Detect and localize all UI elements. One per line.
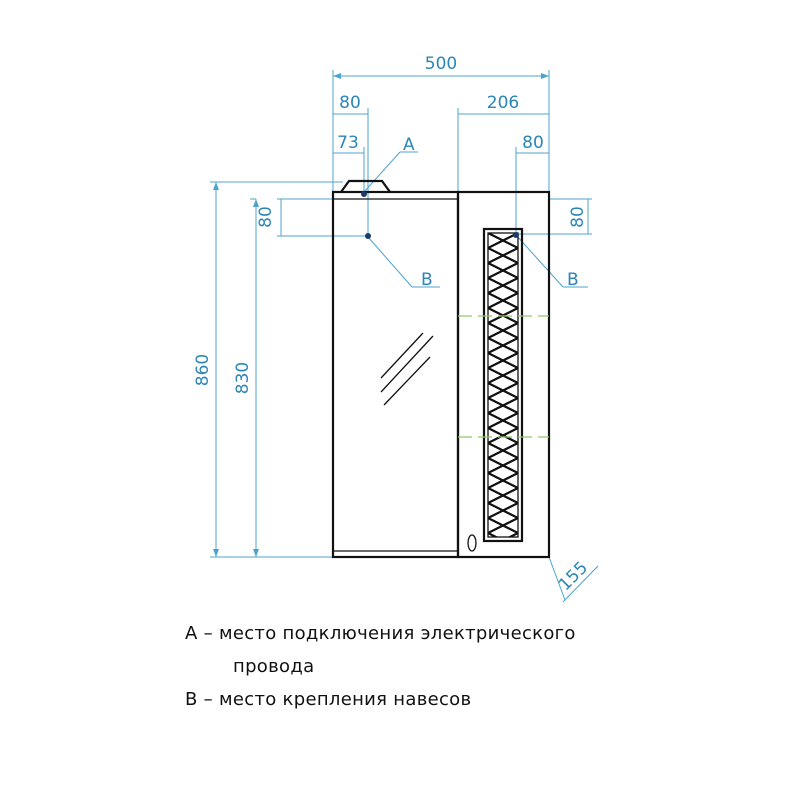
lattice-stroke — [488, 233, 518, 249]
lattice-stroke — [488, 427, 518, 444]
lattice-stroke — [488, 203, 518, 218]
lattice-stroke — [488, 262, 518, 279]
lattice-stroke — [488, 548, 518, 563]
lattice-stroke — [488, 352, 518, 369]
dim-total-width: 500 — [425, 54, 457, 74]
point-a — [361, 191, 367, 197]
lattice-stroke — [488, 292, 518, 309]
socket-housing — [340, 179, 391, 193]
door-knob — [467, 534, 477, 552]
legend-line-b: В – место крепления навесов — [185, 689, 472, 710]
side-shelf-section — [456, 190, 551, 559]
lattice-stroke — [488, 502, 518, 519]
lattice-stroke — [515, 233, 518, 234]
lattice-stroke — [488, 367, 518, 384]
lattice-stroke — [488, 517, 518, 534]
dim-left-offset-73: 73 — [337, 133, 359, 153]
mirror-door — [331, 190, 460, 559]
dim-left-vertical-80: 80 — [256, 206, 276, 228]
lattice-stroke — [488, 472, 518, 489]
lattice-panel — [482, 203, 524, 578]
lattice-stroke — [488, 563, 518, 578]
lattice-stroke — [488, 532, 499, 537]
dim-body-height: 830 — [233, 362, 253, 394]
mirror-reflection — [380, 332, 434, 406]
marker-b-left-label: B — [421, 270, 433, 290]
dim-left-offset-80: 80 — [339, 93, 361, 113]
dimension-labels: 500 80 73 206 80 80 80 860 830 155 A B B — [193, 54, 592, 595]
legend-line-a-cont: провода — [233, 656, 315, 677]
lattice-stroke — [488, 337, 518, 354]
dim-depth: 155 — [555, 558, 592, 595]
hinge-markers — [458, 315, 549, 438]
lattice-stroke — [488, 203, 518, 218]
dim-right-vertical-80: 80 — [568, 206, 588, 228]
dim-right-section: 206 — [487, 93, 519, 113]
mount-points — [361, 191, 519, 239]
lattice-stroke — [488, 247, 518, 264]
lattice-stroke — [488, 442, 518, 459]
lattice-stroke — [488, 457, 518, 474]
lattice-stroke — [488, 233, 491, 234]
marker-b-right-label: B — [567, 270, 579, 290]
cabinet-outline — [331, 179, 551, 578]
legend-line-a: А – место подключения электрического — [185, 623, 576, 644]
dim-right-offset-80: 80 — [522, 133, 544, 153]
lattice-stroke — [488, 322, 518, 339]
lattice-stroke — [488, 487, 518, 504]
dim-total-height: 860 — [193, 354, 213, 386]
lattice-stroke — [488, 412, 518, 429]
lattice-stroke — [488, 382, 518, 399]
marker-a-label: A — [403, 135, 415, 155]
point-b-left — [365, 233, 371, 239]
lattice-stroke — [488, 397, 518, 414]
point-b-right — [513, 232, 519, 238]
lattice-stroke — [488, 563, 518, 578]
lattice-stroke — [488, 277, 518, 294]
lattice-stroke — [488, 548, 518, 563]
lattice-stroke — [507, 532, 518, 537]
